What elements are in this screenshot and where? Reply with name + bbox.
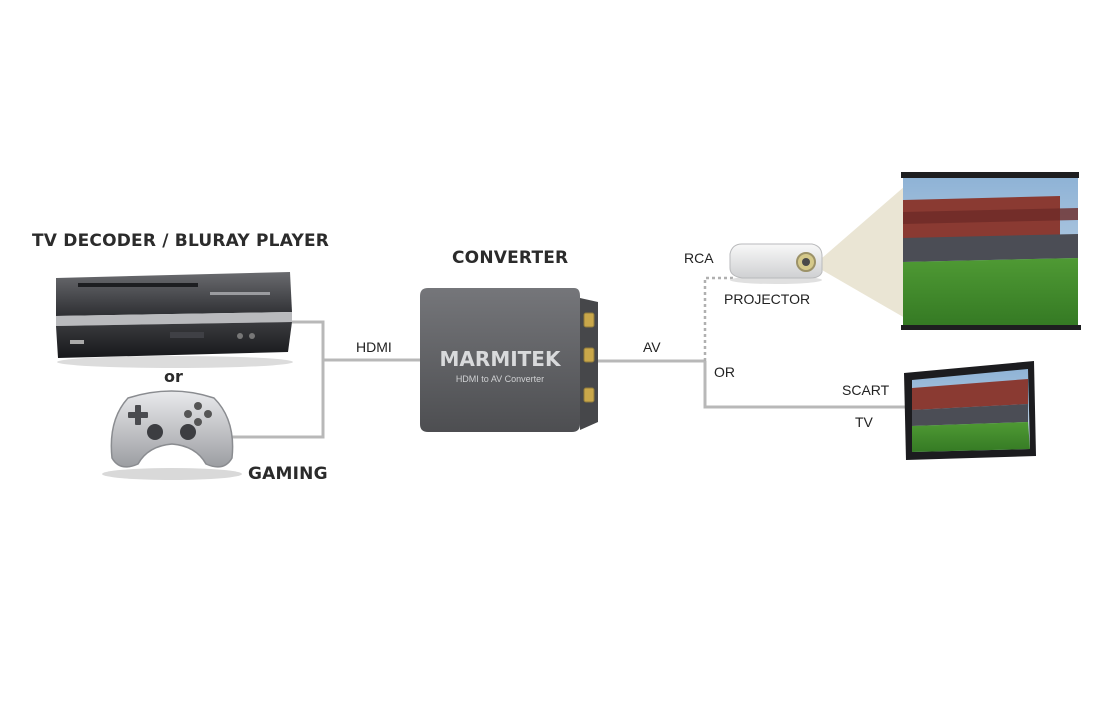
- gamepad-icon: [102, 390, 242, 480]
- or-output-label: OR: [714, 364, 735, 380]
- projector-beam: [822, 186, 905, 318]
- tv-label: TV: [855, 414, 873, 430]
- hdmi-label: HDMI: [356, 339, 392, 355]
- converter-heading: CONVERTER: [452, 248, 569, 268]
- hdmi-cable-gaming: [232, 360, 325, 439]
- rca-label: RCA: [684, 250, 714, 266]
- gaming-label: GAMING: [248, 464, 328, 484]
- projector-icon: [729, 243, 823, 284]
- scart-label: SCART: [842, 382, 890, 398]
- converter-model: HDMI to AV Converter: [456, 374, 544, 384]
- projection-screen-icon: [901, 172, 1081, 330]
- scart-cable: [703, 361, 905, 409]
- converter-box-icon: MARMITEK HDMI to AV Converter: [420, 288, 598, 432]
- rca-cable-dotted: [703, 276, 735, 361]
- or-source-label: or: [164, 367, 183, 386]
- cables: [232, 320, 905, 439]
- projector-label: PROJECTOR: [724, 291, 811, 307]
- source-heading: TV DECODER / BLURAY PLAYER: [32, 231, 330, 251]
- av-label: AV: [643, 339, 661, 355]
- converter-brand: MARMITEK: [440, 347, 562, 371]
- hdmi-cable-player: [292, 320, 420, 362]
- bluray-player-icon: [56, 272, 293, 368]
- tv-icon: [904, 361, 1036, 460]
